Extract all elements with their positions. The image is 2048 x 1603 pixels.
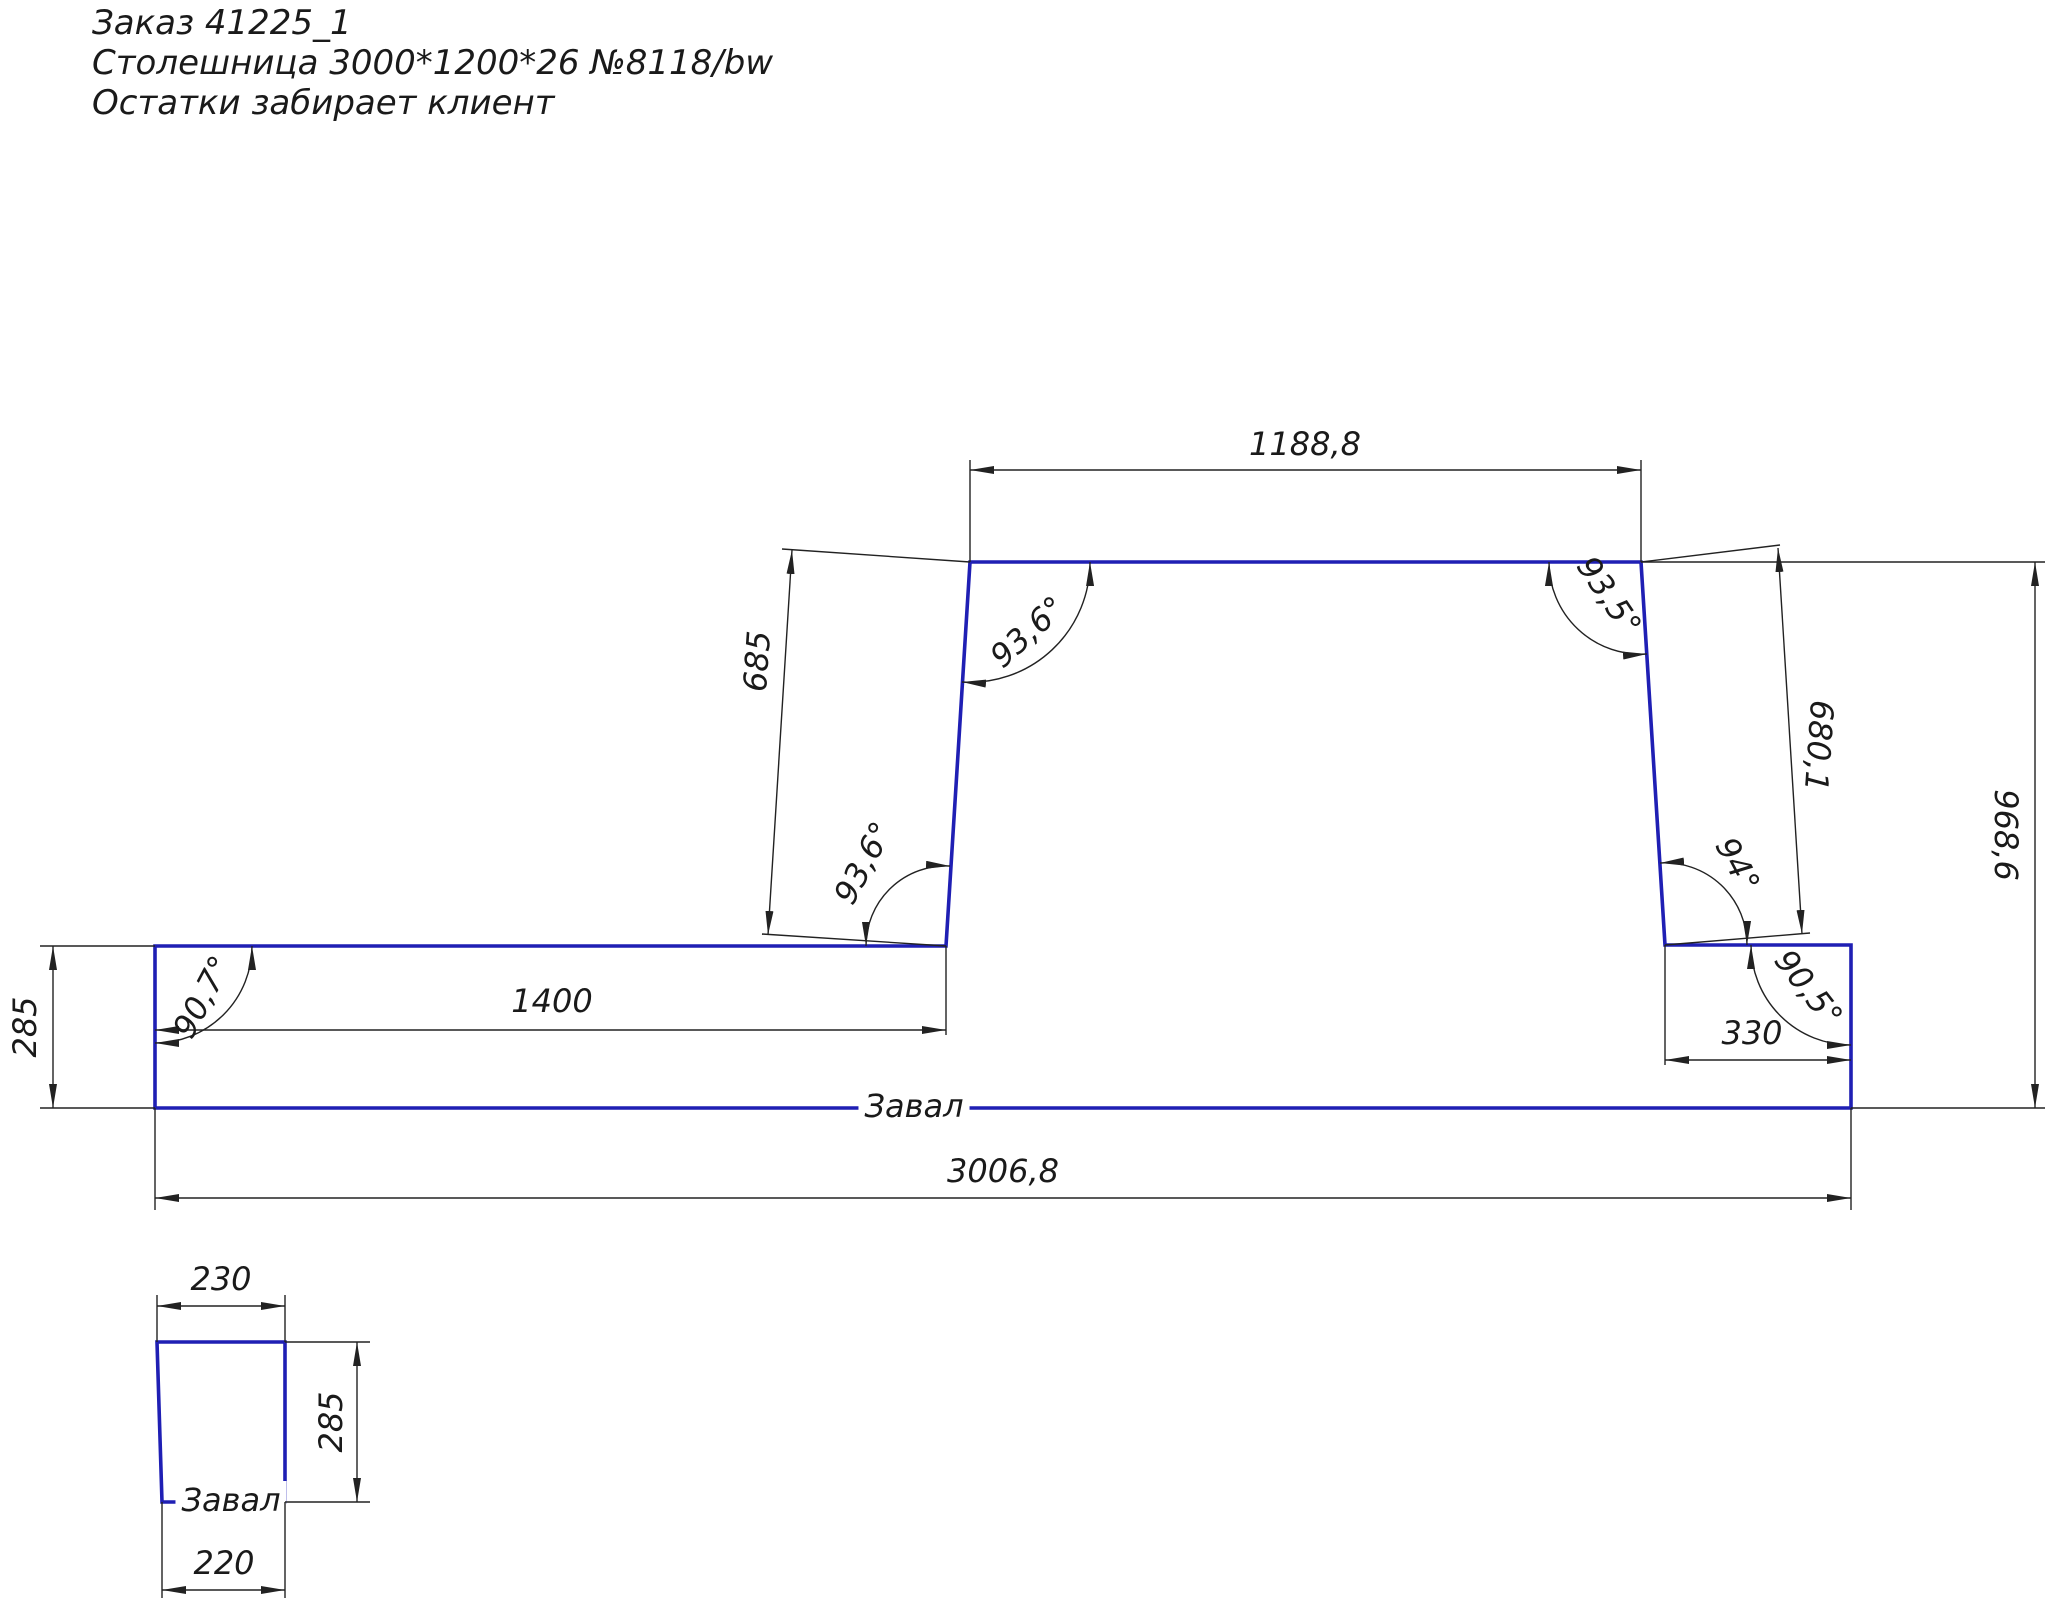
- edge-label-gap: [858, 1087, 970, 1125]
- dim-top-width: 1188,8: [1249, 425, 1361, 463]
- small-edge-label: Завал: [181, 1481, 280, 1519]
- dim-right-length: 330: [1721, 1014, 1782, 1052]
- dim-left-height: 285: [6, 996, 44, 1057]
- main-edge-label: Завал: [864, 1087, 963, 1125]
- dim-total-height: 968,6: [1987, 789, 2025, 881]
- edge-label-gap: [175, 1481, 287, 1519]
- dim-small-height: 285: [312, 1391, 350, 1452]
- arc-bottom-left-inner: [861, 860, 951, 947]
- dim-small-bottom: 220: [193, 1544, 254, 1582]
- dim-line-right-slant: [1775, 547, 1805, 935]
- dim-right-slant: 680,1: [1797, 699, 1841, 793]
- arc-corner-right: [1747, 944, 1852, 1049]
- dim-line-left-slant: [765, 549, 795, 936]
- angle-bottom-right-inner: 94°: [1708, 831, 1768, 899]
- angle-bottom-left-inner: 93,6°: [826, 815, 901, 910]
- countertop-spec: Столешница 3000*1200*26 №8118/bw: [92, 43, 773, 83]
- dim-small-top: 230: [190, 1260, 251, 1298]
- arc-top-right: [1544, 561, 1648, 660]
- dim-left-slant: 685: [736, 629, 778, 693]
- arc-top-left: [961, 561, 1095, 688]
- dim-left-length: 1400: [511, 982, 592, 1020]
- small-part-outline: [155, 1340, 287, 1504]
- dim-total-width: 3006,8: [947, 1152, 1059, 1190]
- angle-top-left: 93,6°: [983, 589, 1073, 676]
- remnants-note: Остатки забирает клиент: [92, 83, 556, 123]
- arc-corner-left: [154, 945, 256, 1047]
- order-title: Заказ 41225_1: [92, 3, 352, 43]
- extension-lines: [40, 460, 2045, 1210]
- arc-bottom-right-inner: [1659, 857, 1752, 946]
